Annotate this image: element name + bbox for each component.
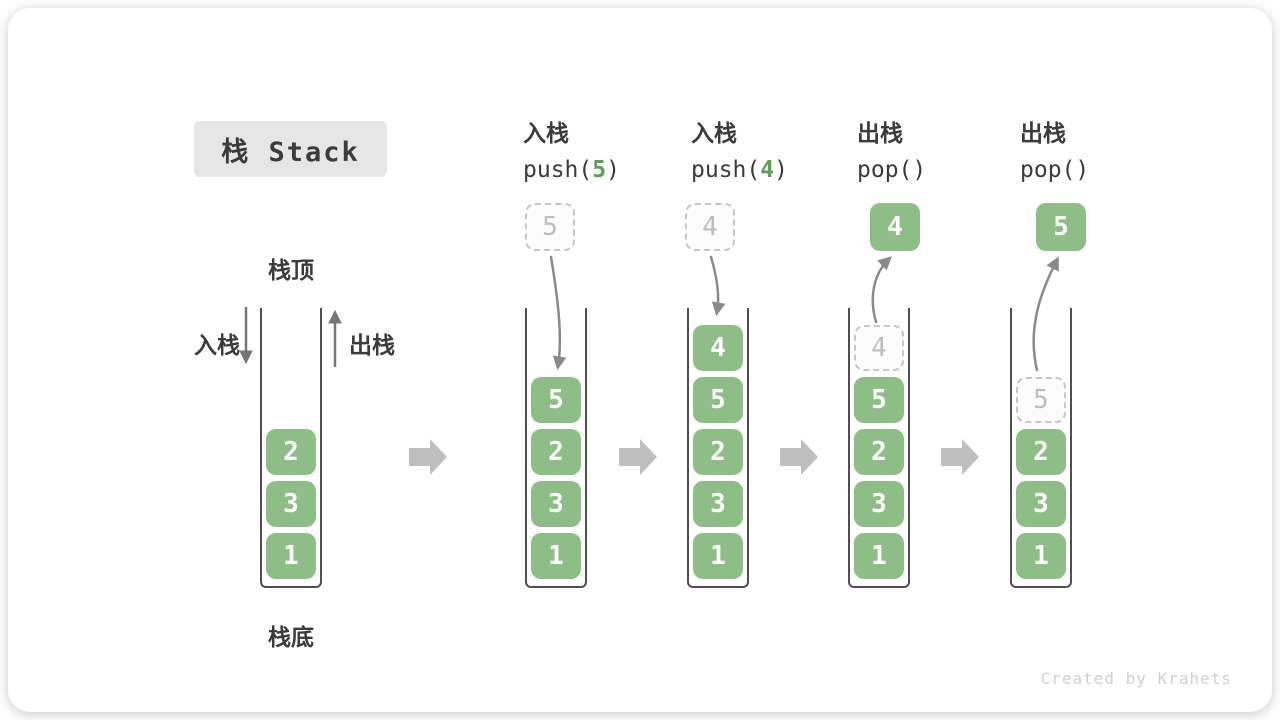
stack-block: 1 <box>531 533 581 579</box>
col-header-push-5: 入栈 push(5) <box>523 114 620 183</box>
watermark: Created by Krahets <box>1040 669 1232 688</box>
push-4-motion-arrow-icon <box>709 255 726 317</box>
col-header-pop-2: 出栈 pop() <box>1020 114 1089 183</box>
op-label: 出栈 <box>857 120 903 146</box>
stack-block: 3 <box>266 481 316 527</box>
step-arrow-icon <box>409 439 447 475</box>
op-code: push(5) <box>523 157 620 183</box>
stack-block: 2 <box>266 429 316 475</box>
op-label: 入栈 <box>691 120 737 146</box>
stack-state-2: 5 2 3 1 <box>525 308 587 588</box>
stack-top-label: 栈顶 <box>268 257 314 283</box>
incoming-value-box: 5 <box>525 203 575 251</box>
stack-block: 2 <box>531 429 581 475</box>
stack-state-1: 2 3 1 <box>260 308 322 588</box>
stack-block: 3 <box>1016 481 1066 527</box>
op-label: 入栈 <box>523 120 569 146</box>
code-arg: 5 <box>592 157 607 183</box>
stack-block-ghost: 5 <box>1016 377 1066 423</box>
popped-value-box: 4 <box>870 203 920 251</box>
stack-block: 2 <box>1016 429 1066 475</box>
op-code: pop() <box>857 157 927 183</box>
stack-block: 2 <box>854 429 904 475</box>
op-code: push(4) <box>691 157 788 183</box>
title-box: 栈 Stack <box>194 121 387 177</box>
step-arrow-icon <box>941 439 979 475</box>
page-title: 栈 Stack <box>221 136 360 168</box>
stack-state-3: 4 5 2 3 1 <box>687 308 749 588</box>
stack-block: 1 <box>266 533 316 579</box>
col-header-push-4: 入栈 push(4) <box>691 114 788 183</box>
code-arg: 4 <box>760 157 775 183</box>
stack-block: 5 <box>531 377 581 423</box>
push-side-label: 入栈 <box>194 332 240 358</box>
stack-state-5: 5 2 3 1 <box>1010 308 1072 588</box>
op-code: pop() <box>1020 157 1090 183</box>
stack-block: 1 <box>854 533 904 579</box>
stack-block-ghost: 4 <box>854 325 904 371</box>
pop-side-label: 出栈 <box>349 332 395 358</box>
col-header-pop-1: 出栈 pop() <box>857 114 926 183</box>
stack-state-4: 4 5 2 3 1 <box>848 308 910 588</box>
stack-block: 1 <box>1016 533 1066 579</box>
stack-block: 5 <box>693 377 743 423</box>
stack-block: 4 <box>693 325 743 371</box>
stack-bottom-label: 栈底 <box>268 624 314 650</box>
step-arrow-icon <box>619 439 657 475</box>
op-label: 出栈 <box>1020 120 1066 146</box>
incoming-value-box: 4 <box>685 203 735 251</box>
stack-block: 3 <box>531 481 581 527</box>
stack-block: 1 <box>693 533 743 579</box>
stack-block: 3 <box>854 481 904 527</box>
stack-block: 5 <box>854 377 904 423</box>
stack-block: 2 <box>693 429 743 475</box>
diagram-card: 栈 Stack 入栈 push(5) 入栈 push(4) 出栈 pop() 出… <box>8 8 1272 712</box>
step-arrow-icon <box>780 439 818 475</box>
stack-block: 3 <box>693 481 743 527</box>
popped-value-box: 5 <box>1036 203 1086 251</box>
